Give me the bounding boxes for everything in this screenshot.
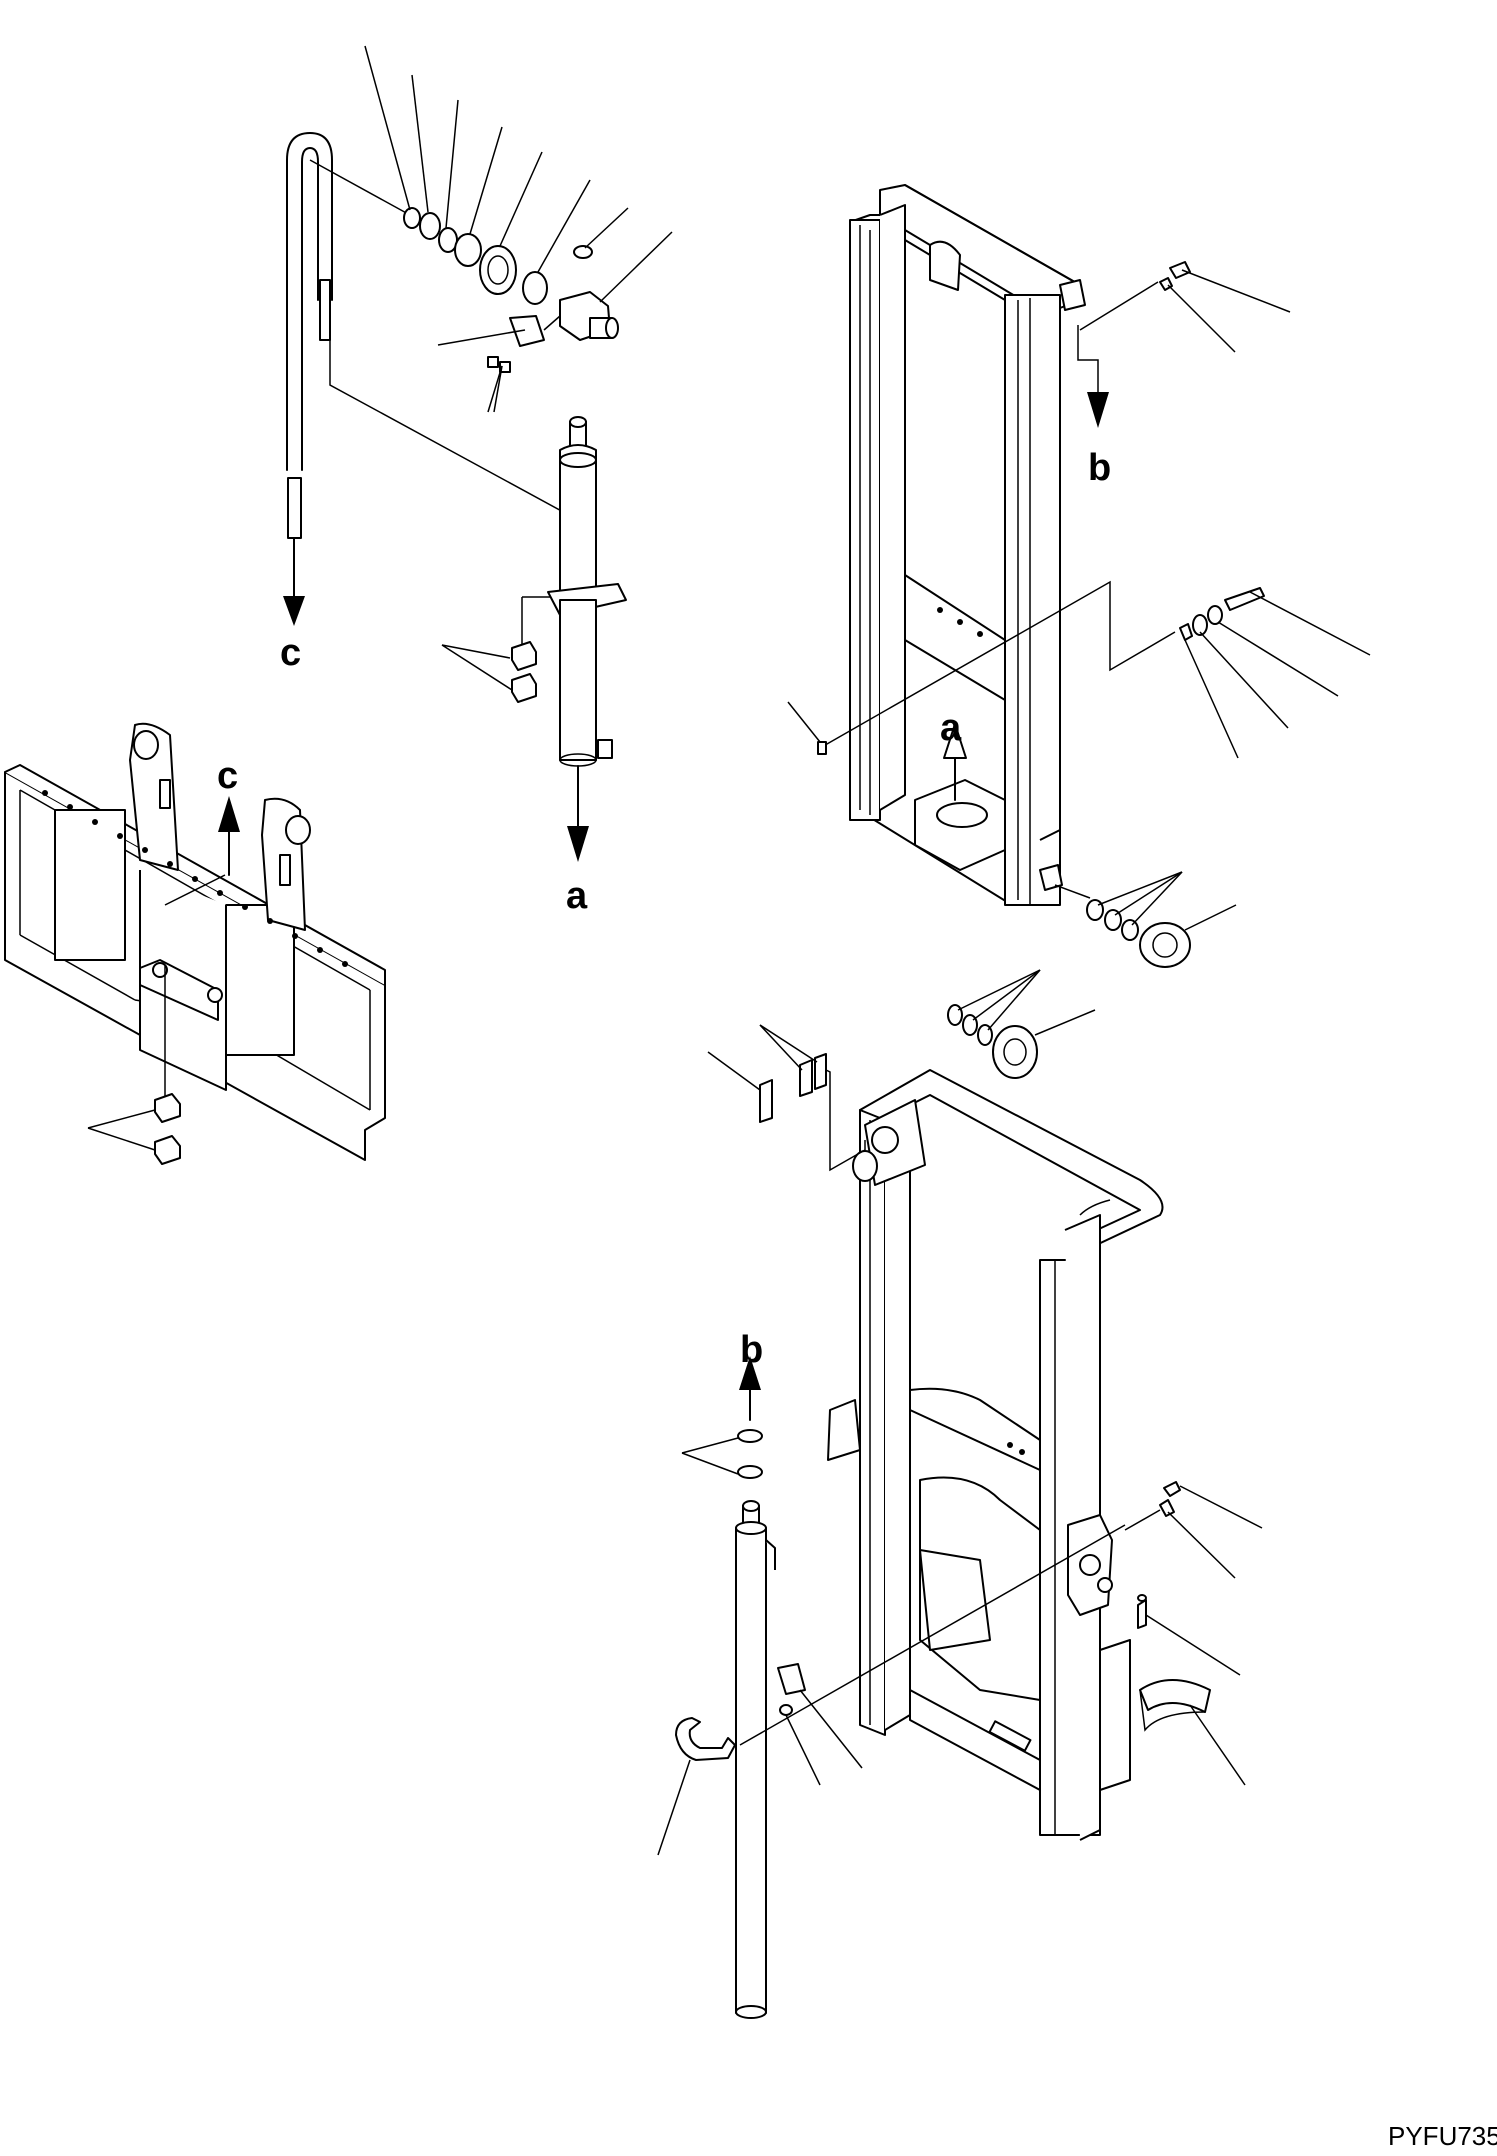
figure-code: PYFU735 (1388, 2121, 1497, 2151)
mast-top-bolt (1079, 261, 1291, 353)
outer-mast (827, 1069, 1164, 1841)
outer-mast-clips (707, 1024, 866, 1172)
ref-label-b-top: b (1088, 447, 1111, 489)
ref-label-c-top: c (280, 632, 301, 674)
ref-label-a-top: a (566, 875, 588, 917)
outer-mast-side-hardware (1124, 1481, 1263, 1786)
ref-label-a-mast: a (940, 707, 962, 749)
carriage (4, 722, 386, 1161)
fitting-leader-lines (364, 45, 673, 413)
lift-cylinder (441, 416, 627, 862)
mast-roller-set (1054, 871, 1237, 968)
mast-side-bolts (787, 580, 1371, 759)
ref-arrow-b-top-line (1077, 325, 1099, 395)
secondary-cylinder (681, 1356, 776, 2019)
cylinder-clamp-hardware (657, 1524, 1126, 1856)
ref-label-b-bottom: b (740, 1329, 763, 1371)
hydraulic-hose (283, 132, 579, 626)
ref-label-c-carriage: c (217, 755, 238, 797)
hose-fittings (403, 207, 619, 373)
outer-mast-rollers (947, 969, 1096, 1079)
carriage-bolt-row (42, 790, 348, 967)
carriage-nuts (87, 1093, 181, 1165)
inner-mast (849, 184, 1086, 906)
